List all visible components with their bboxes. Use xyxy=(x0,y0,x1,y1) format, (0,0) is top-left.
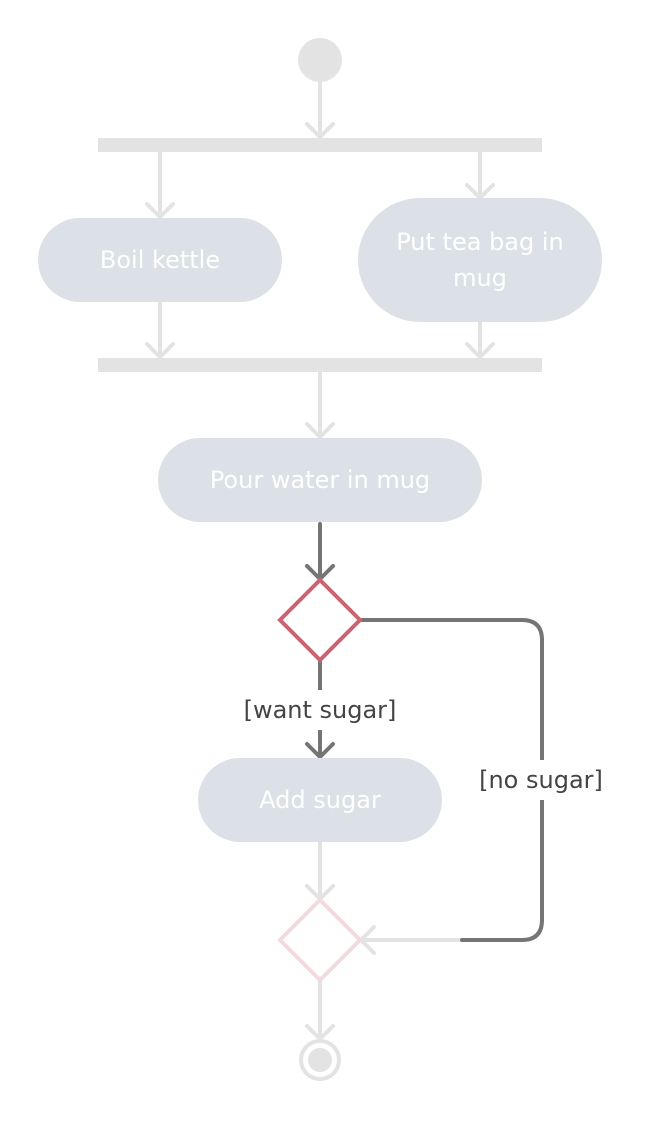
action-add-sugar: Add sugar xyxy=(198,758,442,842)
action-boil-kettle: Boil kettle xyxy=(38,218,282,302)
action-tea-bag-label-line1: Put tea bag in xyxy=(396,228,564,256)
action-pour-water: Pour water in mug xyxy=(158,438,482,522)
decision-node xyxy=(277,577,363,663)
arrowhead xyxy=(305,122,335,139)
action-add-sugar-label: Add sugar xyxy=(259,786,381,814)
arrowhead xyxy=(145,342,175,359)
action-tea-bag-label-line2: mug xyxy=(453,264,507,292)
action-tea-bag: Put tea bag in mug xyxy=(358,198,602,322)
final-node xyxy=(299,1039,341,1081)
guard-want-sugar-bg xyxy=(234,690,406,730)
action-boil-kettle-shape xyxy=(38,218,282,302)
action-tea-bag-shape xyxy=(358,198,602,322)
initial-node xyxy=(298,38,342,82)
action-pour-water-shape xyxy=(158,438,482,522)
action-pour-water-label: Pour water in mug xyxy=(210,466,430,494)
join-bar xyxy=(98,358,542,372)
guard-no-sugar: [no sugar] xyxy=(479,766,603,794)
active-edges xyxy=(305,522,544,942)
merge-node xyxy=(277,897,363,983)
action-add-sugar-shape xyxy=(198,758,442,842)
final-node-dot xyxy=(308,1048,332,1072)
action-boil-kettle-label: Boil kettle xyxy=(100,246,220,274)
guard-no-sugar-bg xyxy=(470,760,614,800)
guard-want-sugar: [want sugar] xyxy=(244,696,397,724)
arrowhead xyxy=(305,422,335,439)
arrowhead xyxy=(305,742,335,759)
arrowhead xyxy=(145,202,175,219)
fork-bar xyxy=(98,138,542,152)
arrowhead xyxy=(465,342,495,359)
